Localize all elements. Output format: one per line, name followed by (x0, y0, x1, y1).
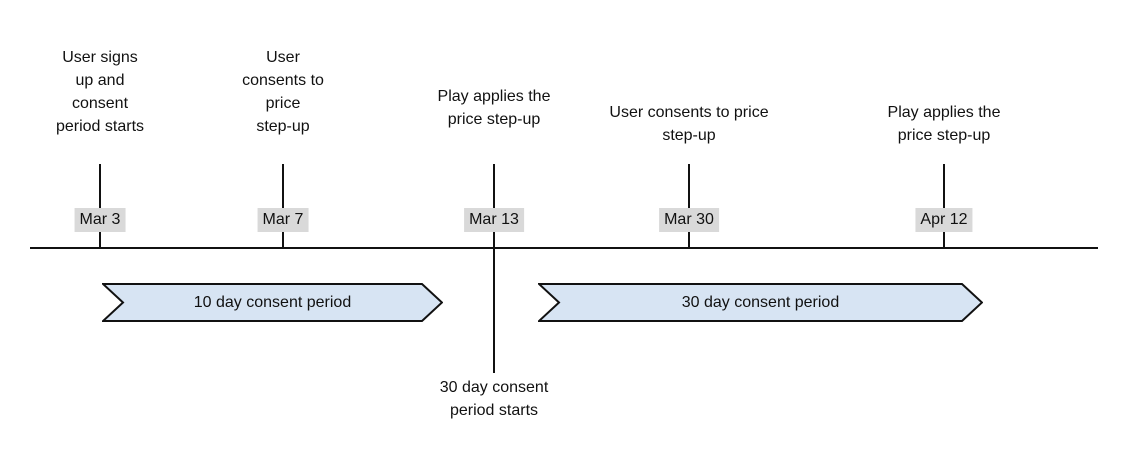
event-caption-mar-3: User signs up and consent period starts (55, 49, 145, 135)
period-banner-30-day-label: 30 day consent period (681, 293, 840, 311)
period-banner-30-day: 30 day consent period (538, 283, 983, 322)
date-badge-apr-12: Apr 12 (915, 208, 973, 232)
date-badge-mar-13: Mar 13 (464, 208, 524, 232)
timeline-tick-mar-7 (282, 164, 284, 248)
chevron-banner-shape (538, 283, 983, 322)
timeline-tick-extension-mar-13 (493, 249, 495, 373)
period-banner-10-day-label: 10 day consent period (193, 293, 352, 311)
date-badge-mar-3: Mar 3 (74, 208, 126, 232)
event-caption-mar-30: User consents to price step-up (609, 104, 769, 144)
timeline-tick-mar-3 (99, 164, 101, 248)
event-caption-apr-12: Play applies the price step-up (887, 104, 1001, 144)
timeline-tick-mar-30 (688, 164, 690, 248)
date-badge-mar-30: Mar 30 (659, 208, 719, 232)
chevron-banner-shape (102, 283, 443, 322)
timeline-axis-line (30, 247, 1098, 249)
event-caption-mar-7: User consents to price step-up (242, 49, 324, 135)
period-banner-10-day: 10 day consent period (102, 283, 443, 322)
timeline-tick-apr-12 (943, 164, 945, 248)
event-caption-mar-13: Play applies the price step-up (437, 88, 551, 128)
timeline-tick-mar-13 (493, 164, 495, 248)
note-30-day-consent-period-starts: 30 day consent period starts (439, 379, 549, 419)
date-badge-mar-7: Mar 7 (257, 208, 309, 232)
